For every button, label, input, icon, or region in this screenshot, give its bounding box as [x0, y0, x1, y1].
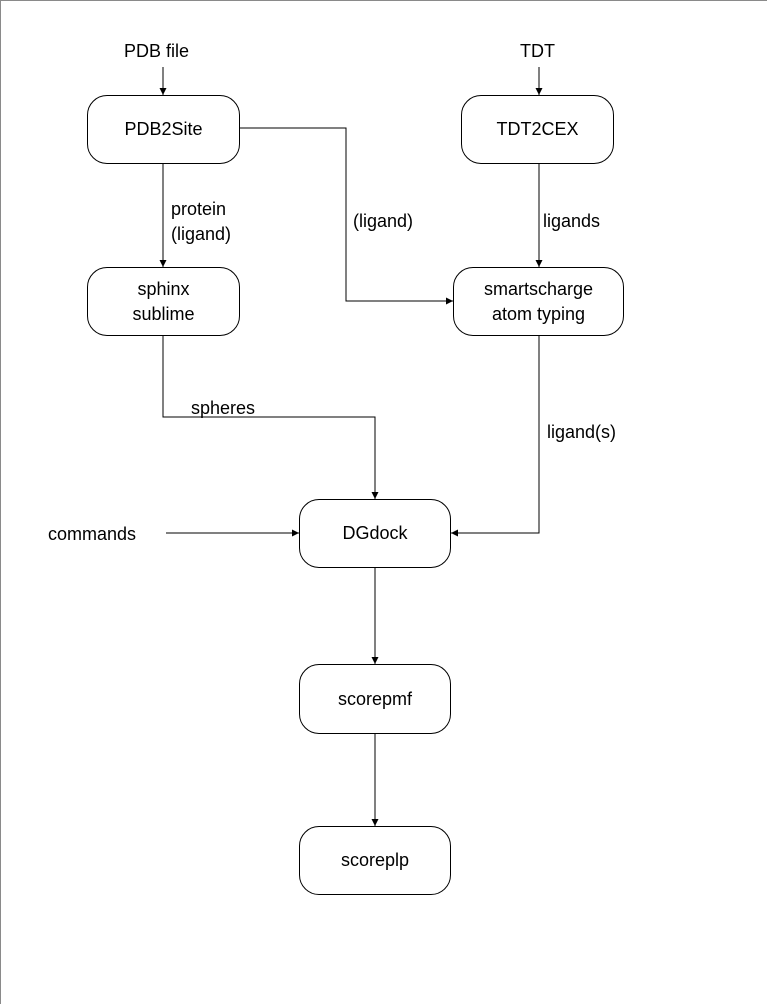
arrow-sphinx-to-dgdock	[162, 336, 379, 499]
edge-label-spheres: spheres	[191, 398, 256, 418]
input-pdb-file: PDB file	[124, 41, 190, 61]
node-tdt2cex-label: TDT2CEX	[496, 119, 579, 139]
node-pdb2site-label: PDB2Site	[124, 119, 203, 139]
arrow-pdb2site-to-smartscharge	[240, 127, 453, 305]
arrow-smartscharge-to-dgdock	[451, 336, 540, 537]
edge-label-ligand-under-protein: (ligand)	[171, 224, 232, 244]
node-scorepmf: scorepmf	[299, 664, 451, 734]
node-scoreplp: scoreplp	[299, 826, 451, 895]
input-tdt: TDT	[520, 41, 555, 61]
node-tdt2cex: TDT2CEX	[461, 95, 614, 164]
node-scoreplp-label: scoreplp	[340, 850, 410, 870]
node-sphinx-sublime: sphinx sublime	[87, 267, 240, 336]
node-sphinx-sublime-line2: sublime	[132, 303, 195, 324]
edge-label-ligand-s: ligand(s)	[547, 422, 617, 442]
edge-label-optional-ligand: (ligand)	[353, 211, 414, 231]
node-dgdock: DGdock	[299, 499, 451, 568]
edge-label-protein: protein	[171, 199, 227, 219]
node-smartscharge-line1: smartscharge	[483, 278, 594, 299]
node-dgdock-label: DGdock	[342, 523, 408, 543]
node-sphinx-sublime-line1: sphinx	[137, 278, 190, 299]
node-smartscharge: smartscharge atom typing	[453, 267, 624, 336]
edge-label-ligands: ligands	[543, 211, 601, 231]
node-scorepmf-label: scorepmf	[337, 688, 413, 709]
input-commands: commands	[48, 524, 137, 544]
node-smartscharge-line2: atom typing	[491, 303, 586, 324]
node-pdb2site: PDB2Site	[87, 95, 240, 164]
